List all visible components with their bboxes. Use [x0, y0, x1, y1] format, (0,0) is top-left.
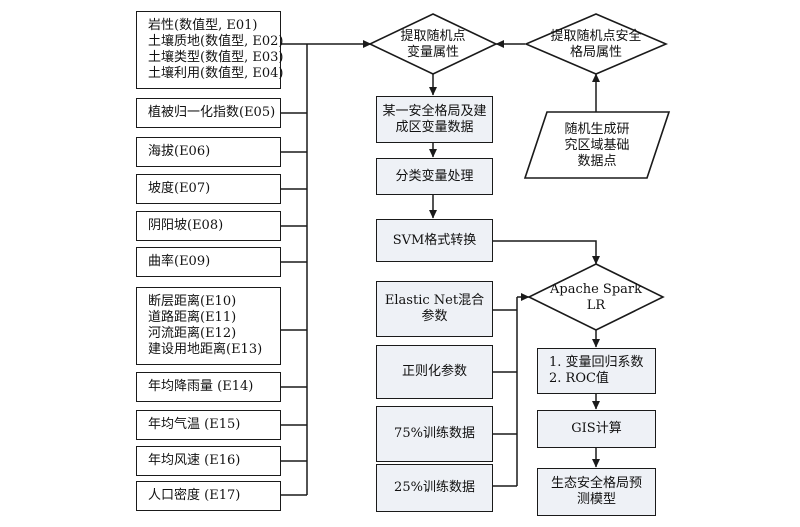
variable-e05: 植被归一化指数(E05) — [148, 105, 276, 120]
svm-format-label: SVM格式转换 — [392, 232, 477, 248]
extract-security-diamond — [523, 13, 669, 75]
pattern-data-line-2: 成区变量数据 — [395, 119, 474, 135]
extract-vars-line-1: 提取随机点 — [400, 29, 466, 44]
variable-e09: 曲率(E09) — [148, 254, 211, 269]
variable-e07: 坡度(E07) — [148, 181, 211, 196]
random-points-line-1: 随机生成研 — [564, 122, 630, 137]
variable-e09-box: 曲率(E09) — [136, 247, 281, 277]
variable-e05-box: 植被归一化指数(E05) — [136, 98, 281, 128]
extract-security-label: 提取随机点安全 格局属性 — [550, 29, 641, 61]
train75-box: 75%训练数据 — [376, 406, 493, 462]
variable-e11: 道路距离(E11) — [148, 310, 237, 325]
variable-e15-box: 年均气温 (E15) — [136, 410, 281, 440]
extract-vars-diamond — [368, 13, 498, 75]
extract-security-line-2: 格局属性 — [569, 45, 623, 60]
train75-label: 75%训练数据 — [394, 426, 475, 441]
pattern-data-line-1: 某一安全格局及建 — [382, 103, 487, 119]
variable-e16: 年均风速 (E16) — [148, 453, 241, 468]
random-points-line-2: 究区域基础 — [564, 138, 630, 153]
variable-e08: 阴阳坡(E08) — [148, 218, 224, 233]
elastic-net-label: Elastic Net混合参数 — [384, 293, 485, 324]
categorize-label: 分类变量处理 — [395, 168, 474, 184]
regularization-box: 正则化参数 — [376, 345, 493, 399]
train25-box: 25%训练数据 — [376, 464, 493, 512]
variable-e14-box: 年均降雨量 (E14) — [136, 372, 281, 402]
variable-e08-box: 阴阳坡(E08) — [136, 211, 281, 241]
variable-e16-box: 年均风速 (E16) — [136, 446, 281, 476]
spark-label: Apache Spark LR — [550, 282, 642, 314]
results-line-1: 1. 变量回归系数 — [549, 355, 644, 370]
eco-model-line-1: 生态安全格局预 — [550, 476, 642, 491]
extract-vars-line-2: 变量属性 — [406, 45, 460, 60]
pattern-data-box: 某一安全格局及建 成区变量数据 — [376, 96, 493, 143]
spark-line-1: Apache Spark — [549, 282, 643, 297]
extract-security-line-1: 提取随机点安全 — [550, 29, 642, 44]
variable-e13: 建设用地距离(E13) — [148, 342, 263, 357]
variable-e07-box: 坡度(E07) — [136, 174, 281, 204]
categorize-box: 分类变量处理 — [376, 158, 493, 195]
spark-line-2: LR — [586, 298, 606, 313]
variable-e10: 断层距离(E10) — [148, 294, 237, 309]
variable-e12: 河流距离(E12) — [148, 326, 237, 341]
variable-e04: 土壤利用(数值型, E04) — [148, 66, 284, 81]
variable-e06-box: 海拔(E06) — [136, 137, 281, 167]
results-box: 1. 变量回归系数 2. ROC值 — [537, 348, 656, 394]
random-points-label: 随机生成研 究区域基础 数据点 — [564, 122, 629, 170]
variable-e14: 年均降雨量 (E14) — [148, 379, 254, 394]
results-line-2: 2. ROC值 — [549, 371, 609, 386]
variable-group-e01-e04: 岩性(数值型, E01) 土壤质地(数值型, E02) 土壤类型(数值型, E0… — [136, 11, 284, 89]
gis-box: GIS计算 — [537, 410, 656, 448]
variable-e15: 年均气温 (E15) — [148, 417, 241, 432]
gis-label: GIS计算 — [571, 421, 622, 436]
variable-e03: 土壤类型(数值型, E03) — [148, 50, 284, 65]
variable-e17-box: 人口密度 (E17) — [136, 481, 281, 511]
extract-vars-label: 提取随机点 变量属性 — [400, 29, 465, 61]
variable-e02: 土壤质地(数值型, E02) — [148, 34, 284, 49]
spark-diamond — [527, 263, 665, 331]
regularization-label: 正则化参数 — [401, 364, 467, 379]
random-points-parallelogram — [523, 111, 671, 179]
svm-format-box: SVM格式转换 — [376, 219, 493, 262]
random-points-line-3: 数据点 — [577, 154, 617, 169]
eco-model-box: 生态安全格局预 测模型 — [537, 468, 656, 516]
train25-label: 25%训练数据 — [394, 480, 475, 495]
variable-e01: 岩性(数值型, E01) — [148, 18, 258, 33]
eco-model-line-2: 测模型 — [576, 492, 616, 507]
variable-e06: 海拔(E06) — [148, 144, 211, 159]
variable-e17: 人口密度 (E17) — [148, 488, 241, 503]
variable-group-e10-e13: 断层距离(E10) 道路距离(E11) 河流距离(E12) 建设用地距离(E13… — [136, 287, 281, 365]
elastic-net-box: Elastic Net混合参数 — [376, 281, 493, 337]
